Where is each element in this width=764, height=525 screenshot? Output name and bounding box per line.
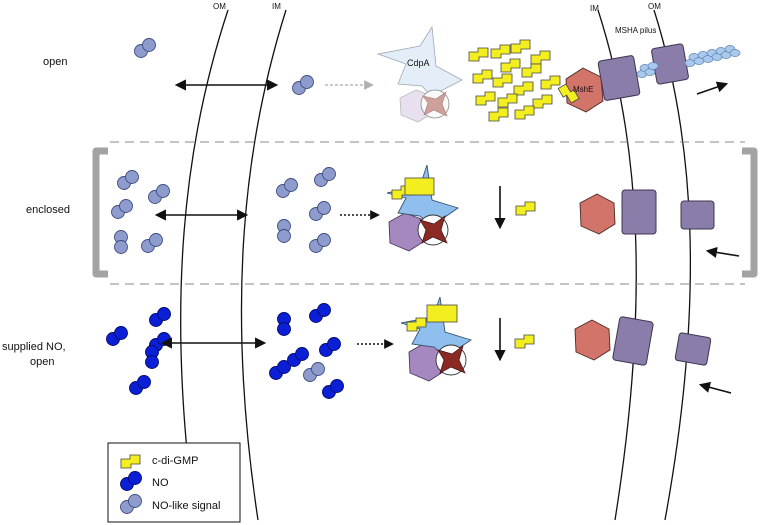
- no-molecule-icon: [319, 337, 341, 357]
- msha-pilus-label: MSHA pilus: [615, 26, 656, 35]
- no-molecule-icon: [322, 379, 344, 399]
- c-di-gmp-icon: [475, 91, 496, 106]
- no-like-signal-icon: [309, 233, 331, 253]
- no-like-signal-icon: [114, 230, 128, 254]
- cdpa-complex-active: [400, 296, 473, 382]
- c-di-gmp-icon: [540, 75, 561, 90]
- row-label-supplied-open: open: [30, 356, 54, 368]
- c-di-gmp-icon: [514, 334, 535, 349]
- no-like-signal-icon: [117, 170, 139, 190]
- no-like-signal-icon: [134, 38, 156, 58]
- msha-outer-complex: [674, 332, 712, 366]
- mshe-label: MshE: [573, 85, 593, 94]
- phosphodiesterase-star-icon: [422, 91, 448, 117]
- row-label-enclosed: enclosed: [26, 204, 70, 216]
- msha-inner-complex: [621, 189, 657, 235]
- no-like-signal-icon: [303, 362, 325, 382]
- c-di-gmp-icon: [488, 107, 509, 122]
- no-molecule-icon: [277, 312, 291, 336]
- legend-label-no-like-signal: NO-like signal: [152, 500, 220, 512]
- cdpa-label: CdpA: [407, 58, 430, 68]
- no-like-signal-icon: [111, 199, 133, 219]
- row-label-supplied-no: supplied NO,: [2, 341, 66, 353]
- msha-outer-complex: [680, 200, 715, 230]
- row-label-open: open: [43, 56, 67, 68]
- c-di-gmp-icon: [532, 94, 553, 109]
- c-di-gmp-icon: [521, 63, 542, 78]
- no-molecule-icon: [106, 326, 128, 346]
- legend: c-di-GMP NO NO-like signal: [107, 442, 241, 523]
- c-di-gmp-icon: [530, 50, 551, 65]
- no-molecule-icon: [287, 347, 309, 367]
- c-di-gmp-icon: [515, 201, 536, 216]
- c-di-gmp-bound: [426, 304, 458, 323]
- no-molecule-icon: [129, 375, 151, 395]
- no-like-signal-icon: [141, 233, 163, 253]
- om-left-label: OM: [213, 2, 226, 11]
- om-right-label: OM: [648, 2, 661, 11]
- no-like-signal-icon: [277, 219, 291, 243]
- msha-inner-complex: [597, 55, 641, 101]
- enclosure-bracket-right: [742, 147, 758, 278]
- row-supplied-no: [106, 296, 732, 399]
- msha-pilus-fiber: [636, 45, 741, 78]
- no-like-signal-icon: [148, 184, 170, 204]
- c-di-gmp-icon: [513, 81, 534, 96]
- no-molecule-icon: [269, 360, 291, 380]
- pilus-retraction-arrow: [705, 246, 740, 258]
- row-enclosed: [111, 164, 740, 258]
- no-like-signal-icon: [309, 201, 331, 221]
- cdpa-complex-active: [386, 164, 460, 252]
- c-di-gmp-pool: [468, 39, 561, 122]
- legend-label-c-di-gmp: c-di-GMP: [152, 455, 198, 467]
- no-like-signal-icon: [276, 178, 298, 198]
- mshe-protein: [579, 193, 616, 235]
- c-di-gmp-icon: [468, 47, 489, 62]
- c-di-gmp-icon: [514, 105, 535, 120]
- no-like-signal-icon: [292, 75, 314, 95]
- inner-membrane-left: [240, 9, 287, 521]
- phosphodiesterase-star-icon: [437, 345, 466, 374]
- im-right-label: IM: [590, 4, 599, 13]
- c-di-gmp-icon: [500, 58, 521, 73]
- c-di-gmp-icon: [472, 69, 493, 84]
- enclosure-bracket-left: [92, 147, 108, 278]
- c-di-gmp-icon: [497, 93, 518, 108]
- c-di-gmp-icon: [490, 44, 511, 59]
- row-open: CdpA MshE: [134, 25, 741, 123]
- mshe-protein: [574, 319, 611, 361]
- im-left-label: IM: [272, 2, 281, 11]
- outer-membrane-left: [180, 9, 229, 521]
- phosphodiesterase-star-icon: [419, 215, 448, 244]
- cdpa-complex-inactive: CdpA: [376, 25, 463, 123]
- pilus-extension-arrow: [696, 81, 729, 95]
- pilus-retraction-arrow: [698, 381, 732, 394]
- no-molecule-icon: [145, 345, 159, 369]
- no-molecule-icon: [149, 307, 171, 327]
- msha-inner-complex: [612, 316, 654, 366]
- legend-label-no: NO: [152, 477, 169, 489]
- outer-membrane-right: [653, 9, 692, 521]
- no-like-signal-icon: [314, 167, 336, 187]
- cdpa-protein: [376, 25, 463, 97]
- c-di-gmp-bound: [404, 177, 435, 196]
- c-di-gmp-icon: [492, 73, 513, 88]
- no-molecule-icon: [309, 303, 331, 323]
- c-di-gmp-icon: [510, 39, 531, 54]
